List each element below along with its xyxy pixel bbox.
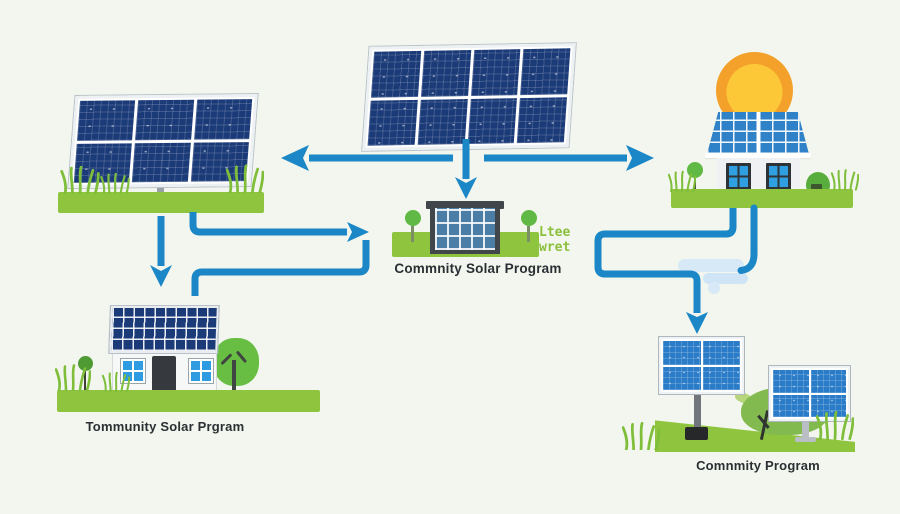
sapling-trunk [84, 368, 86, 402]
arrowhead-left [281, 145, 309, 171]
house-window [189, 359, 213, 383]
arrowhead-to-panels [686, 312, 708, 334]
tree-icon [405, 210, 421, 242]
connector-house-stub [737, 204, 758, 274]
tree-trunk [232, 360, 236, 402]
house-window [121, 359, 145, 383]
label-bottom-right-program: Comnmity Program [696, 458, 820, 473]
pole-mounted-panel-icon [769, 366, 850, 421]
grass-tuft-icon [831, 167, 859, 192]
sapling-icon [78, 356, 93, 371]
label-center-program: Commnity Solar Program [394, 261, 562, 276]
community-building-icon [430, 208, 500, 254]
arrowhead-to-building [347, 222, 369, 242]
grass-tuft-icon [668, 170, 696, 192]
solar-roof-icon [707, 112, 809, 154]
grass-tuft-icon [226, 164, 264, 193]
pole-mounted-panel-icon [659, 337, 744, 394]
panel-base [685, 427, 708, 440]
arrowhead-right [626, 145, 654, 171]
roof-fascia [705, 153, 811, 158]
panel-foot [795, 437, 816, 442]
tree-icon [521, 210, 537, 242]
grass-tuft-icon [55, 364, 91, 391]
label-bottom-left-program: Tommunity Solar Prgram [85, 419, 245, 434]
grass-strip-bottom-left [57, 390, 320, 412]
grass-tuft-icon [60, 166, 100, 194]
connector-array-to-building [189, 212, 347, 236]
arrowhead-down-left [150, 265, 172, 287]
grass-tuft-icon [98, 372, 134, 392]
grass-tuft-icon [816, 410, 854, 440]
grass-strip-right-house [671, 189, 853, 208]
grass-strip-left-array [58, 192, 264, 213]
grass-tuft-icon [98, 173, 132, 194]
panel-pole [694, 384, 701, 430]
connector-house-to-panels [594, 208, 737, 313]
side-note-text: Ltee wret [539, 225, 571, 255]
grass-tuft-icon [622, 422, 660, 450]
residential-solar-roof-icon [109, 306, 219, 353]
connector-building-return [191, 240, 370, 296]
utility-solar-array-icon [362, 43, 576, 151]
panel-pole [802, 411, 809, 439]
arrowhead-down-center [455, 177, 477, 199]
building-roof [426, 201, 504, 209]
cloud-icon [678, 259, 748, 294]
